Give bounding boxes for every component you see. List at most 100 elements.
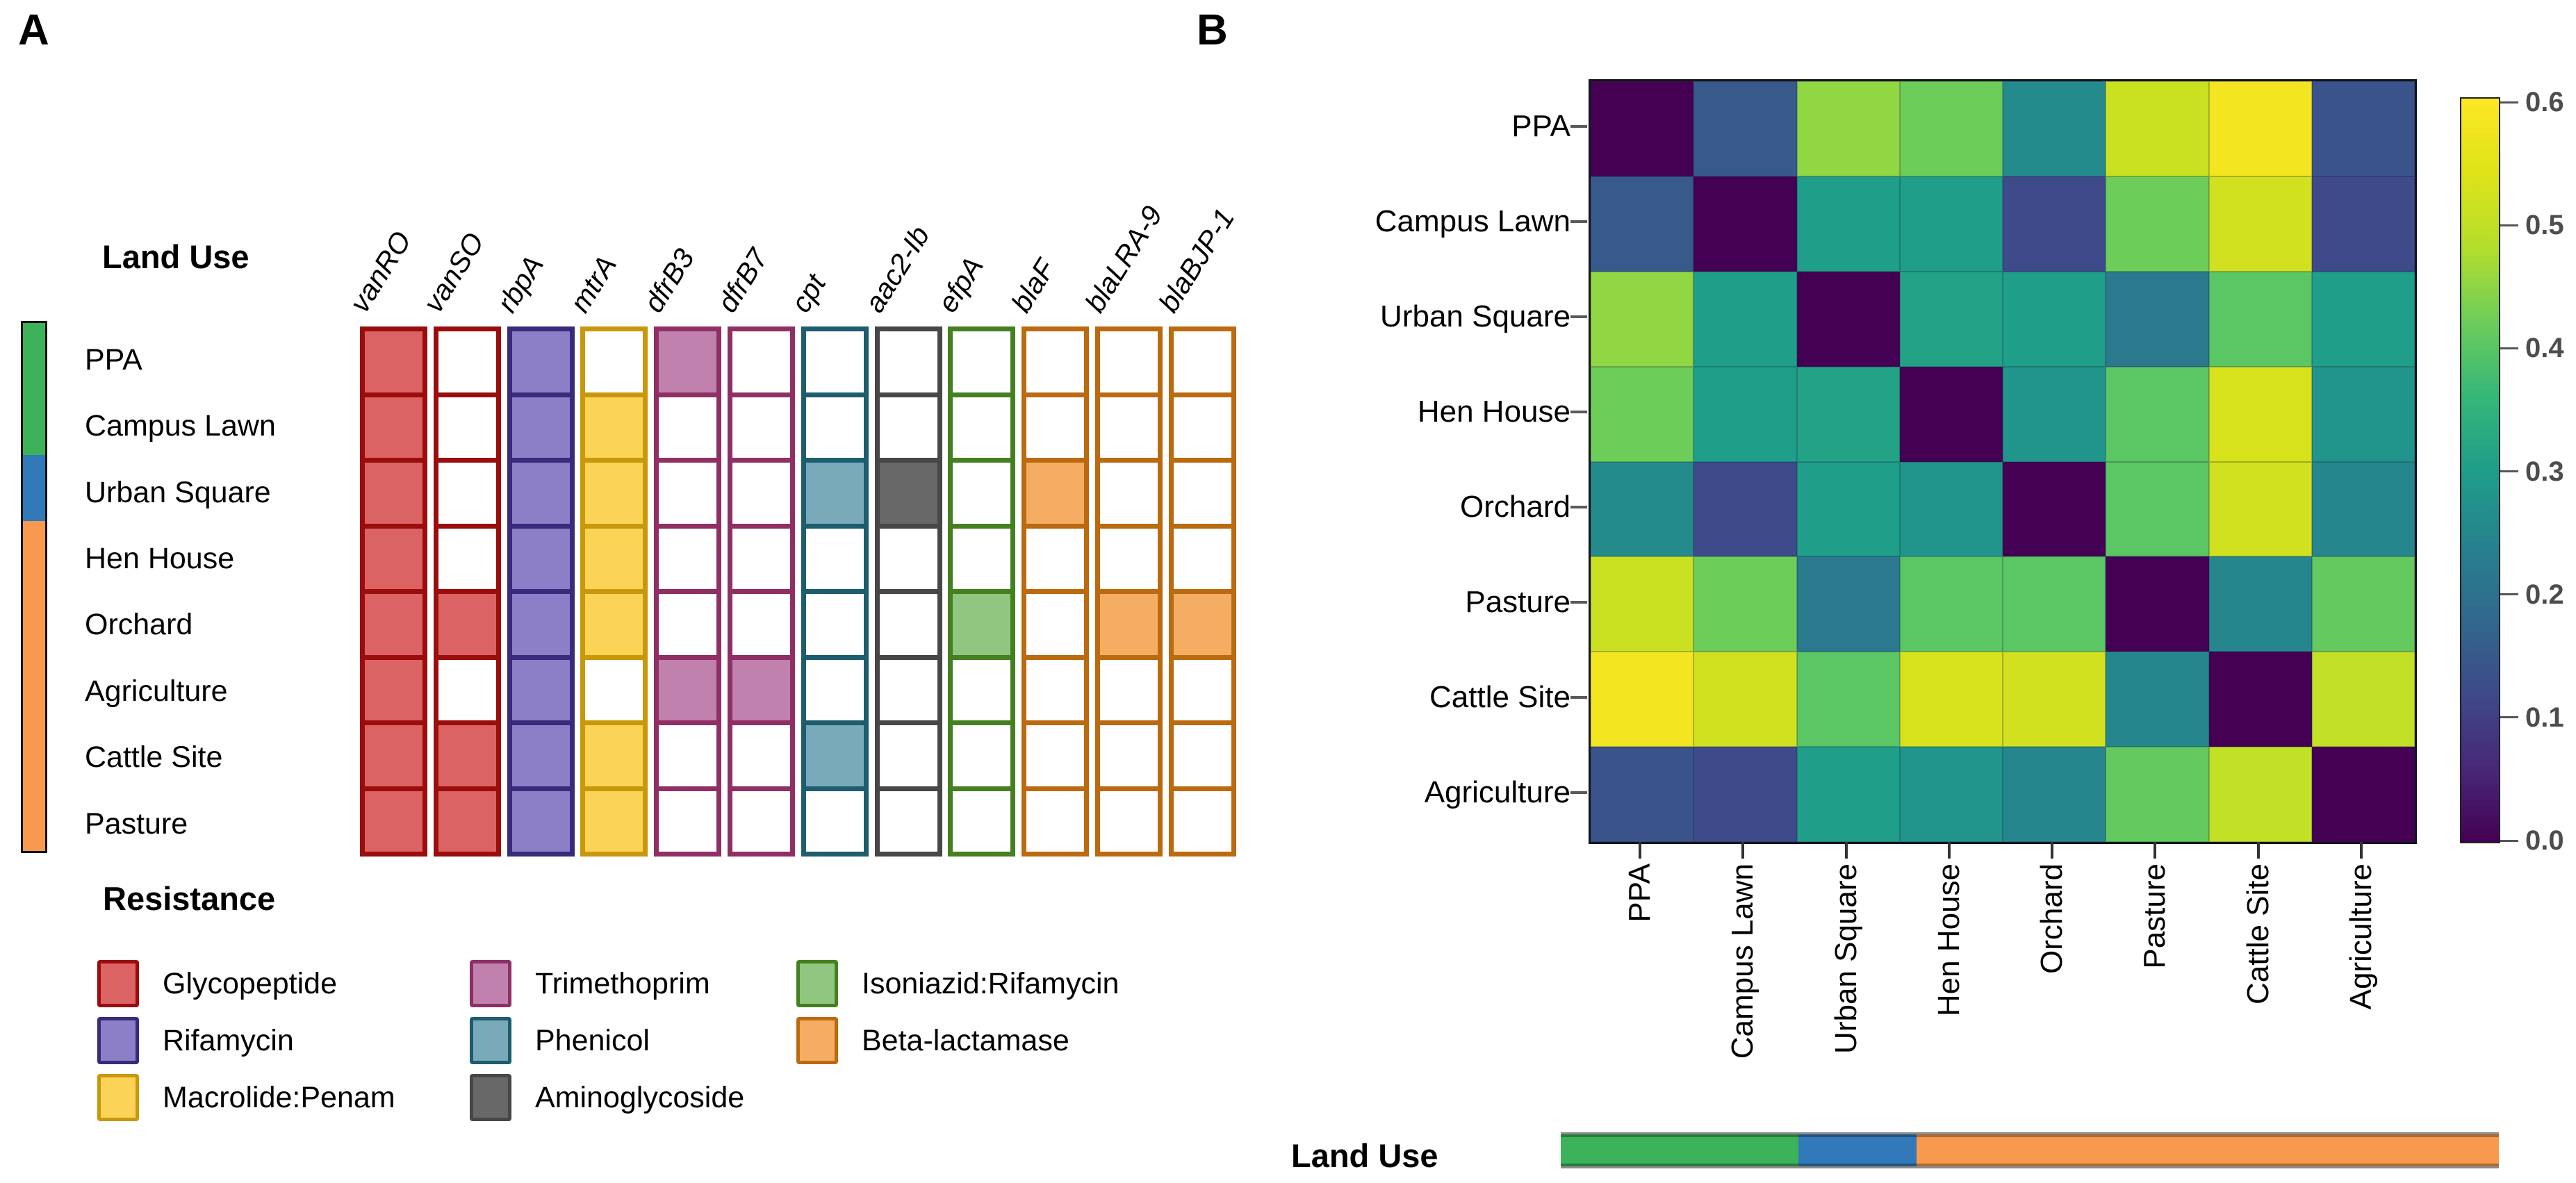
legend-label: Glycopeptide (163, 967, 337, 1000)
heatmap-cell (2311, 366, 2415, 462)
grid-cell (953, 659, 1011, 725)
grid-cell (585, 659, 643, 725)
gene-column-blaBJP-1 (1168, 326, 1236, 857)
grid-cell (438, 331, 496, 397)
panel-b-row-label: Urban Square (1380, 299, 1570, 334)
similarity-heatmap (1589, 79, 2417, 844)
grid-cell (1026, 725, 1085, 791)
grid-cell (438, 463, 496, 529)
heatmap-cell (1796, 652, 1900, 747)
land-use-bar-segment-blue-land-use (1798, 1134, 1917, 1166)
heatmap-cell (1591, 366, 1694, 462)
grid-cell (879, 725, 937, 791)
heatmap-cell (1591, 271, 1694, 367)
legend-swatch-trimethoprim (470, 960, 511, 1007)
gene-column-aac2-Ib (874, 326, 942, 857)
panel-b-column-label: Campus Lawn (1725, 863, 1760, 1059)
panel-b-column-label: Pasture (2138, 863, 2172, 969)
grid-cell (1026, 528, 1085, 594)
panel-b-column-label-anchor: Urban Square (1829, 863, 1864, 1054)
grid-cell (953, 331, 1011, 397)
grid-cell (511, 791, 570, 852)
colorbar-tick (2500, 716, 2518, 719)
heatmap-cell (2003, 176, 2106, 272)
axis-tick (2051, 842, 2054, 859)
panel-a-row-label: Pasture (85, 806, 188, 841)
axis-tick (1570, 791, 1587, 794)
colorbar-tick-label: 0.3 (2525, 456, 2564, 487)
grid-cell (1026, 463, 1085, 529)
heatmap-cell (2208, 556, 2312, 652)
panel-b-column-label-anchor: Orchard (2035, 863, 2069, 974)
land-use-sidebar (21, 321, 47, 853)
panel-b-column-label-anchor: Hen House (1932, 863, 1967, 1016)
grid-cell (1100, 528, 1158, 594)
panel-b-row-label: PPA (1511, 109, 1570, 144)
heatmap-cell (1693, 176, 1797, 272)
land-use-bar-segment-green-land-use (1561, 1134, 1798, 1166)
heatmap-cell (1693, 271, 1797, 367)
legend-swatch-macrolide-penam (97, 1074, 139, 1121)
axis-tick (1844, 842, 1848, 859)
heatmap-cell (2106, 652, 2209, 747)
land-use-bar (1561, 1132, 2499, 1168)
legend-label: Macrolide:Penam (163, 1081, 395, 1114)
grid-cell (511, 528, 570, 594)
heatmap-cell (1796, 271, 1900, 367)
legend-label: Isoniazid:Rifamycin (862, 967, 1119, 1000)
grid-cell (879, 659, 937, 725)
heatmap-cell (1591, 176, 1694, 272)
grid-cell (1100, 397, 1158, 463)
panel-a-row-label: Orchard (85, 608, 193, 642)
legend-label: Phenicol (535, 1024, 650, 1057)
grid-cell (1173, 397, 1231, 463)
grid-cell (1100, 725, 1158, 791)
colorbar-tick-label: 0.0 (2525, 825, 2564, 856)
grid-cell (805, 331, 864, 397)
grid-cell (511, 594, 570, 660)
grid-cell (511, 397, 570, 463)
axis-tick (1570, 315, 1587, 319)
panel-b-row-label: Cattle Site (1429, 679, 1570, 714)
legend-swatch-glycopeptide (97, 960, 139, 1007)
gene-column-blaF (1022, 326, 1090, 857)
grid-cell (365, 791, 423, 852)
panel-b-column-label-anchor: PPA (1623, 863, 1657, 923)
panel-b-row-label: Agriculture (1424, 775, 1570, 809)
gene-label: dfrB3 (637, 242, 701, 318)
colorbar-tick (2500, 347, 2518, 349)
heatmap-cell (1796, 747, 1900, 842)
heatmap-cell (2106, 461, 2209, 557)
land-use-title: Land Use (102, 238, 249, 275)
panel-b-column-label-anchor: Pasture (2138, 863, 2172, 969)
grid-cell (1173, 594, 1231, 660)
grid-cell (585, 463, 643, 529)
axis-tick (1570, 600, 1587, 604)
grid-cell (659, 791, 717, 852)
heatmap-cell (2003, 271, 2106, 367)
grid-cell (1173, 463, 1231, 529)
heatmap-cell (1899, 366, 2003, 462)
heatmap-cell (1796, 366, 1900, 462)
land-use-sidebar-segment-blue-land-use (23, 455, 45, 521)
heatmap-cell (1591, 81, 1694, 176)
grid-cell (805, 725, 864, 791)
axis-tick (1741, 842, 1745, 859)
land-use-sidebar-segment-green-land-use (23, 323, 45, 455)
gene-column-cpt (801, 326, 869, 857)
colorbar-tick-label: 0.2 (2525, 579, 2564, 610)
grid-cell (732, 397, 790, 463)
panel-b-column-label: Cattle Site (2240, 863, 2275, 1004)
heatmap-cell (2311, 556, 2415, 652)
grid-cell (659, 725, 717, 791)
gene-label: cpt (784, 268, 832, 318)
grid-cell (879, 528, 937, 594)
grid-cell (805, 791, 864, 852)
colorbar-tick (2500, 470, 2518, 473)
grid-cell (1173, 331, 1231, 397)
grid-cell (438, 725, 496, 791)
land-use-sidebar-segment-orange-land-use (23, 521, 45, 851)
panel-a-row-label: Urban Square (85, 475, 271, 509)
grid-cell (732, 594, 790, 660)
gene-label: rbpA (490, 249, 550, 318)
